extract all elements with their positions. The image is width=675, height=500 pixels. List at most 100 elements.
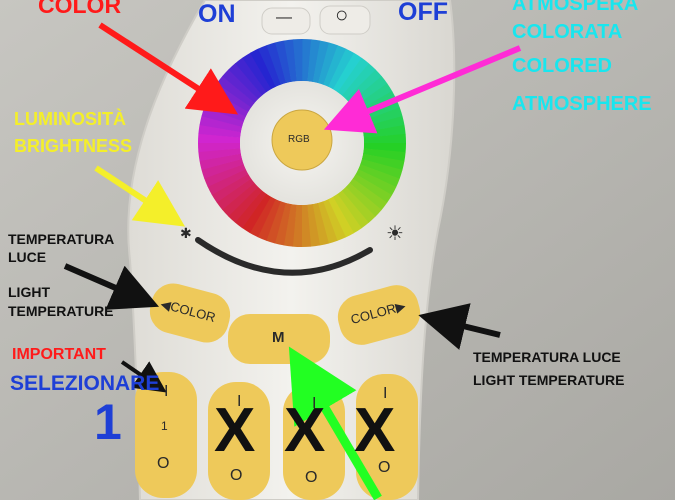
atmosphere-label-en-1: COLORED [512,55,612,77]
temperature-label-en-2: TEMPERATURE [8,303,114,319]
zone2-button[interactable] [208,382,270,500]
on-label: ON [198,0,236,28]
select-label: SELEZIONARE [10,372,160,395]
brightness-label-it: LUMINOSITÀ [14,109,126,129]
zone1-button[interactable] [135,372,197,498]
color-wheel-segment [258,45,282,87]
color-wheel-segment [216,178,255,210]
color-wheel-segment [274,202,292,246]
on-switch[interactable] [261,7,311,35]
color-wheel-segment [349,178,388,211]
important-label: IMPORTANT [12,346,106,363]
rgb-button[interactable] [271,109,333,171]
color-wheel-segment [345,182,382,217]
color-wheel-segment [242,52,272,93]
color-wheel-segment [360,159,403,179]
select-number: 1 [94,394,122,450]
x-mark-zone4: X [354,396,396,465]
mode-arrow [288,346,382,500]
color-wheel-segment [332,193,362,234]
color-wheel-segment [199,153,243,170]
color-left-button[interactable] [145,278,235,347]
x-mark-zone2: X [214,396,256,465]
rgb-button-label: RGB [288,134,310,145]
color-wheel-segment [337,57,370,96]
color-wheel-segment [328,48,355,90]
color-wheel-segment [363,133,406,144]
color-wheel-segment [363,148,406,162]
zone1-number: 1 [161,419,168,433]
color-wheel-segment [302,39,312,82]
temperature-label-right-it: TEMPERATURA LUCE [473,349,621,365]
color-wheel-segment [341,186,376,223]
color-wheel-segment [323,45,347,87]
temperature-label-it-1: TEMPERATURA [8,231,115,247]
temperature-label-right-en: LIGHT TEMPERATURE [473,372,625,388]
color-wheel-segment [361,153,405,171]
color-wheel-segment [198,124,241,138]
off-symbol: ○ [335,2,349,27]
temperature-label-en-1: LIGHT [8,284,50,300]
color-wheel-segment [312,202,329,246]
color-wheel-segment [317,201,338,244]
color-wheel-segment [301,204,312,247]
color-wheel-segment [257,199,281,241]
color-wheel-segment [207,168,249,195]
color-wheel-segment [222,182,259,217]
zone3-on-symbol: I [312,395,317,412]
atmosphere-label-it-2: COLORATA [512,21,623,43]
color-wheel-segment [318,42,338,85]
color-wheel-segment [355,169,397,196]
color-wheel-segment [249,196,276,238]
color-wheel-segment [266,42,287,85]
color-wheel-segment [211,173,252,203]
color-wheel-segment [235,57,267,96]
color-wheel-segment [283,39,297,82]
color-wheel-segment [363,143,406,153]
color-wheel-segment [228,186,263,223]
color-wheel-segment [198,142,241,153]
color-wheel-segment [283,204,297,247]
off-switch[interactable] [319,5,371,35]
color-wheel-segment [292,39,303,82]
color-wheel-segment [307,204,321,247]
color-wheel-segment [275,40,292,84]
color-wheel-segment [199,115,243,133]
important-arrow [120,360,167,393]
temperature-arrow-right [418,303,501,350]
color-wheel-segment [322,199,346,241]
off-label: OFF [398,0,448,26]
color-right-button[interactable] [333,280,425,350]
color-wheel-segment [241,193,271,234]
on-symbol: — [276,9,292,26]
zone4-off-symbol: O [378,459,391,476]
color-wheel-segment [198,133,241,143]
color-wheel-segment [363,124,406,138]
sun-small-icon: ✱ [180,225,192,241]
color-wheel-segment [327,196,354,238]
temperature-arrow-left [63,263,160,310]
atmosphere-label-it-1: ATMOSPERA [512,0,639,15]
atmosphere-arrow [323,45,522,134]
color-wheel-segment [312,40,330,84]
color-wheel-segment [333,52,363,93]
color-wheel-segment [307,39,321,82]
color-wheel-segment [352,174,393,204]
color-wheel-segment [358,164,400,188]
brightness-slider[interactable] [195,237,373,276]
zone2-off-symbol: O [230,467,243,484]
color-wheel-segment [198,148,241,162]
zone2-on-symbol: I [237,393,242,410]
mode-label: M [272,329,285,346]
color-label: COLOR [38,0,122,18]
color-wheel-segment [266,201,286,244]
sun-large-icon: ☀ [386,223,404,245]
atmosphere-label-en-2: ATMOSPHERE [512,93,652,115]
x-mark-zone3: X [284,396,326,465]
color-wheel-segment [234,190,267,229]
zone4-button[interactable] [356,374,418,500]
zone1-off-symbol: O [157,455,170,472]
zone4-on-symbol: I [383,385,388,402]
color-arrow [98,22,239,115]
